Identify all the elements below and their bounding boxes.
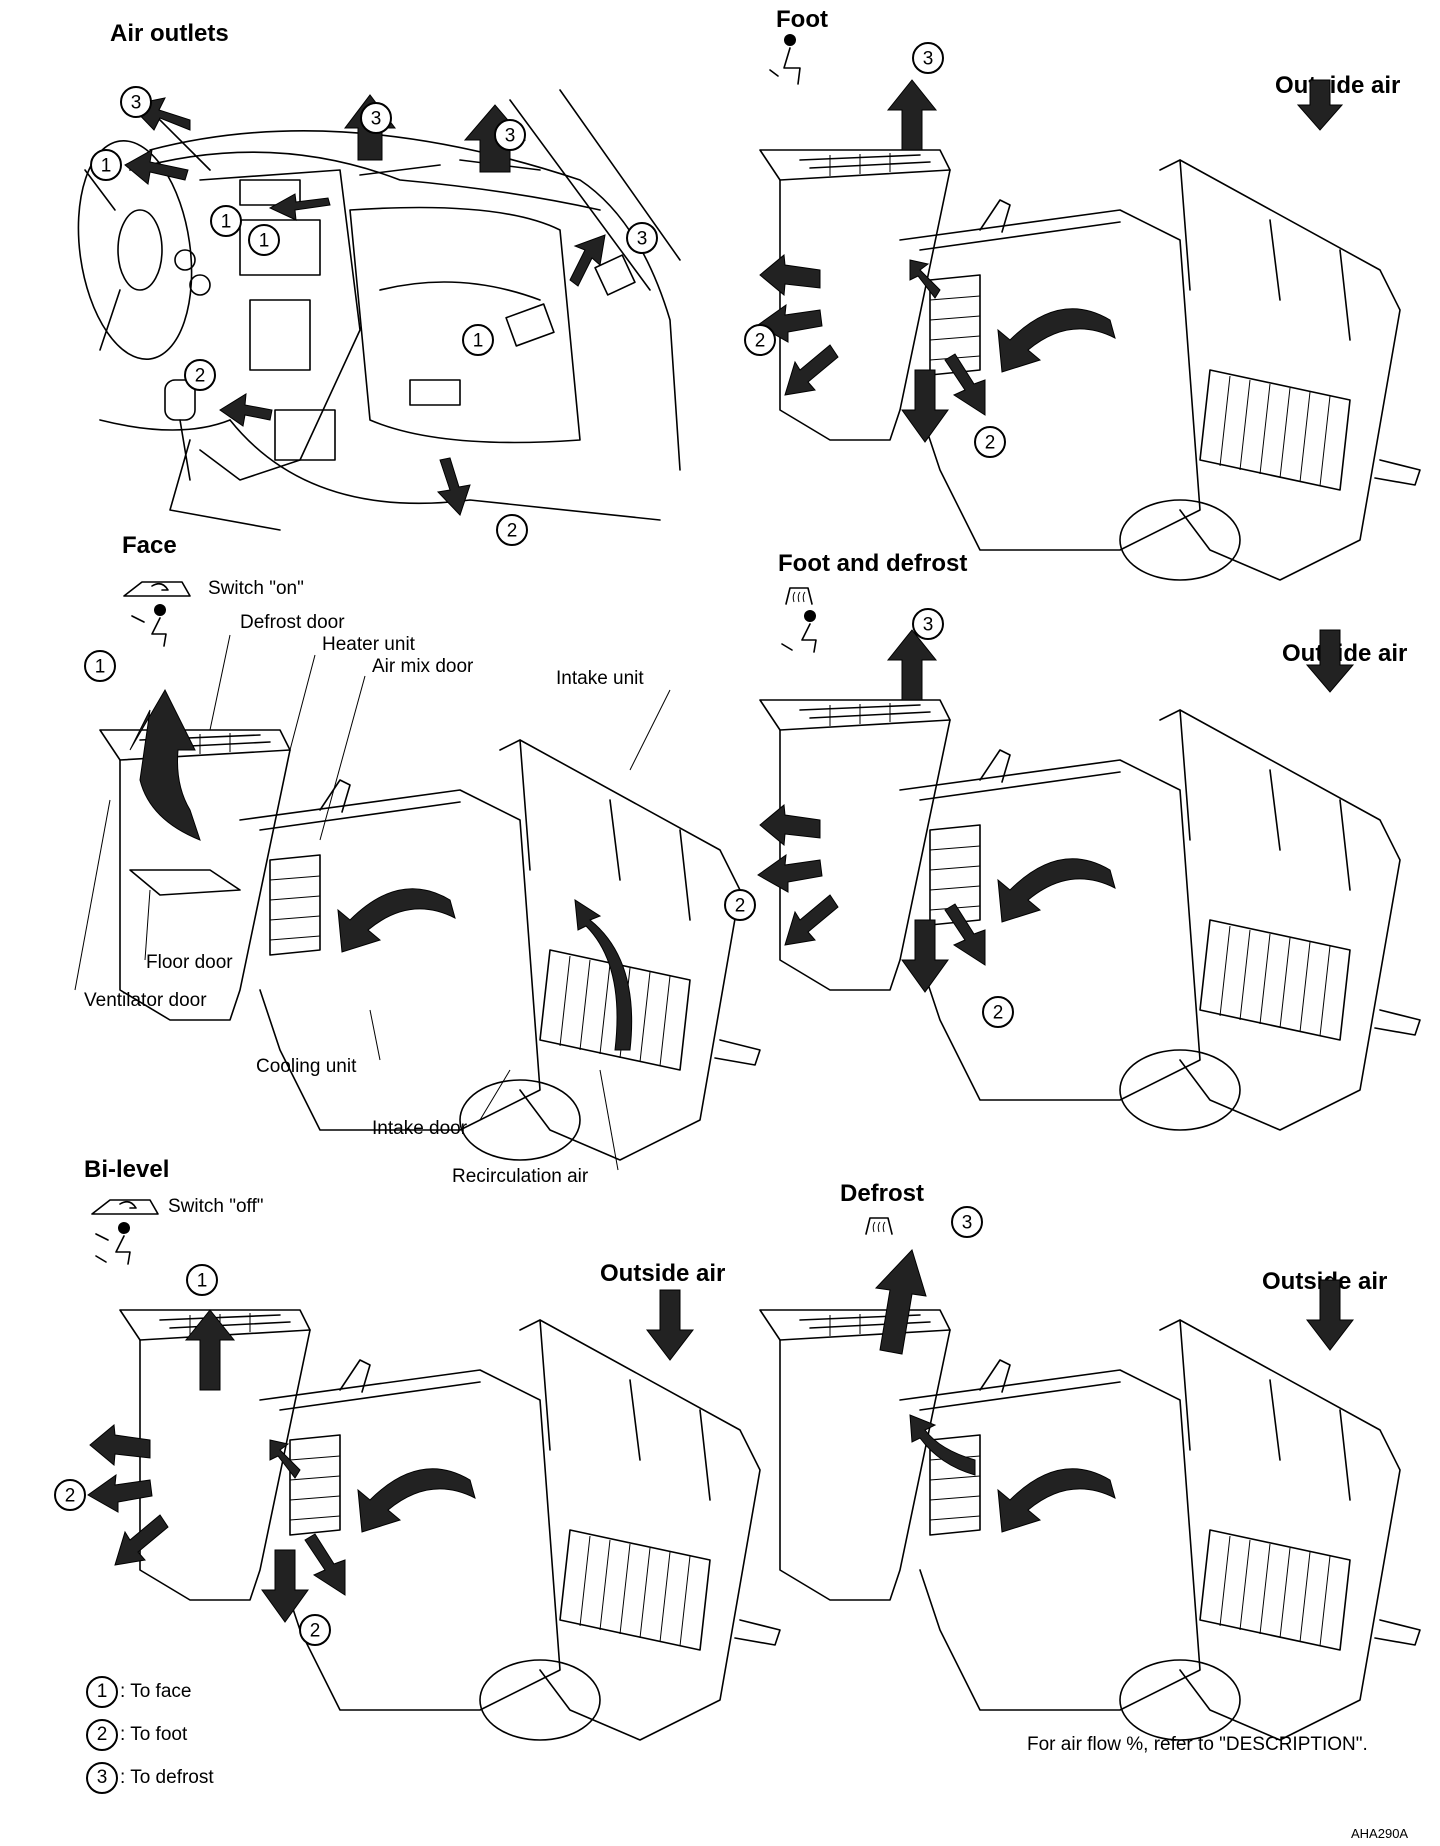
label-recirculation-air: Recirculation air (452, 1166, 589, 1187)
svg-text:2: 2 (755, 331, 766, 352)
svg-text:1: 1 (473, 331, 484, 352)
label-intake-door: Intake door (372, 1118, 468, 1139)
figure-code: AHA290A (1351, 1826, 1409, 1841)
title-face: Face (122, 532, 177, 559)
foot-mode-diagram: 3 2 2 (744, 34, 1421, 581)
legend-number: 3 (86, 1762, 118, 1794)
vent-mode-icon-bi-level (95, 1222, 131, 1265)
title-defrost: Defrost (840, 1180, 925, 1207)
svg-text:2: 2 (735, 896, 746, 917)
legend-item-to-foot: 2 : To foot (86, 1719, 187, 1751)
legend-item-to-defrost: 3 : To defrost (86, 1762, 214, 1794)
svg-text:1: 1 (221, 212, 232, 233)
vent-mode-icon-face (131, 604, 167, 647)
face-mode-diagram: 1 2 (74, 634, 761, 1171)
svg-text:3: 3 (505, 126, 516, 147)
svg-text:2: 2 (993, 1003, 1004, 1024)
svg-text:3: 3 (371, 109, 382, 130)
svg-text:3: 3 (131, 93, 142, 114)
legend-number: 2 (86, 1719, 118, 1751)
title-foot-and-defrost: Foot and defrost (778, 550, 968, 577)
recirculation-switch-icon-bi-level (91, 1199, 159, 1215)
bi-level-mode-diagram: 1 2 2 (54, 1264, 781, 1741)
label-heater-unit: Heater unit (322, 634, 415, 655)
label-ventilator-door: Ventilator door (84, 990, 207, 1011)
switch-on-label: Switch "on" (208, 578, 304, 599)
air-flow-note: For air flow %, refer to "DESCRIPTION". (1027, 1734, 1368, 1755)
svg-text:2: 2 (195, 366, 206, 387)
outside-air-label-foot: Outside air (1275, 72, 1401, 99)
title-bi-level: Bi-level (84, 1156, 170, 1183)
outside-air-label-bi-level: Outside air (600, 1260, 726, 1287)
legend-text: : To defrost (120, 1767, 214, 1788)
defrost-mode-icon (865, 1217, 893, 1235)
label-cooling-unit: Cooling unit (256, 1056, 357, 1077)
legend-number: 1 (86, 1676, 118, 1708)
title-air-outlets: Air outlets (110, 20, 229, 47)
svg-text:3: 3 (923, 49, 934, 70)
svg-text:1: 1 (95, 657, 106, 678)
legend-item-to-face: 1 : To face (86, 1676, 191, 1708)
label-defrost-door: Defrost door (240, 612, 345, 633)
label-air-mix-door: Air mix door (372, 656, 474, 677)
svg-text:1: 1 (101, 156, 112, 177)
svg-text:3: 3 (637, 229, 648, 250)
label-intake-unit: Intake unit (556, 668, 644, 689)
outside-air-label-foot-defrost: Outside air (1282, 640, 1408, 667)
svg-text:1: 1 (259, 231, 270, 252)
legend-text: : To foot (120, 1724, 188, 1745)
svg-text:3: 3 (962, 1213, 973, 1234)
vent-mode-icon-foot-defrost (781, 610, 817, 653)
svg-text:1: 1 (197, 1271, 208, 1292)
dashboard-illustration: 3 1 3 3 3 1 1 1 2 2 (77, 86, 681, 546)
svg-text:2: 2 (985, 433, 996, 454)
defrost-mode-diagram: 3 (759, 1206, 1421, 1741)
label-floor-door: Floor door (146, 952, 233, 973)
foot-and-defrost-mode-diagram: 3 2 (757, 608, 1421, 1131)
svg-text:3: 3 (923, 615, 934, 636)
title-foot: Foot (776, 6, 828, 33)
svg-text:2: 2 (310, 1621, 321, 1642)
svg-text:2: 2 (507, 521, 518, 542)
svg-text:2: 2 (65, 1486, 76, 1507)
recirculation-switch-icon (123, 581, 191, 597)
switch-off-label: Switch "off" (168, 1196, 264, 1217)
defrost-mode-icon-foot-defrost (785, 587, 813, 605)
legend-text: : To face (120, 1681, 192, 1702)
